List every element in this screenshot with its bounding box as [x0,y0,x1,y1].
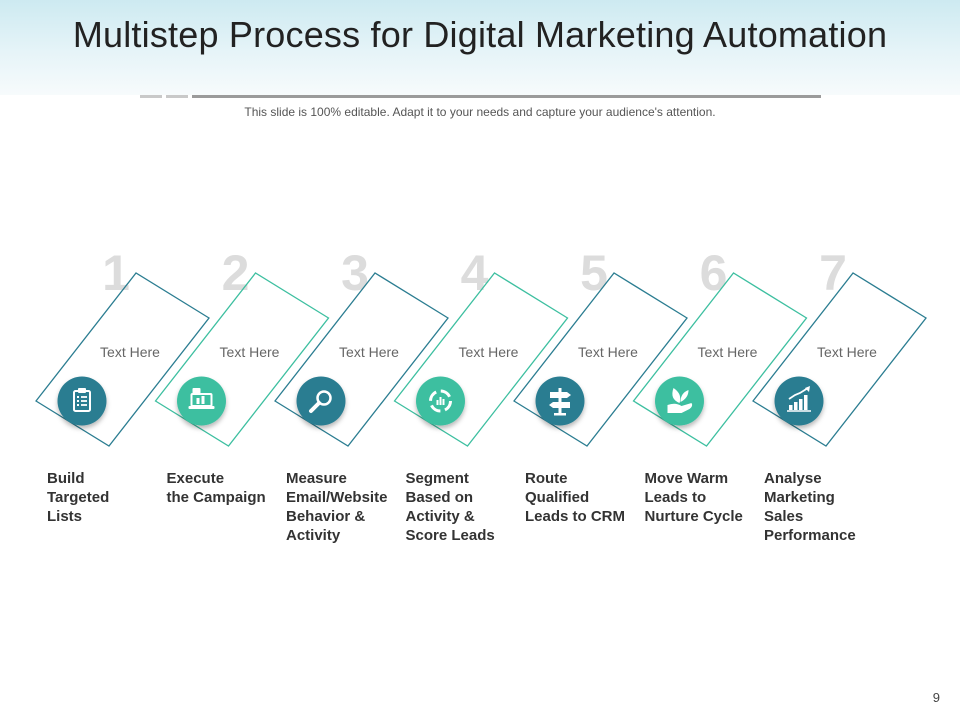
laptop-campaign-icon [188,388,215,409]
subtitle: This slide is 100% editable. Adapt it to… [244,105,716,119]
step-number: 4 [461,245,489,301]
step-label-line: Leads to CRM [525,508,626,525]
step-label-line: Route [525,470,568,487]
step-number: 3 [341,245,369,301]
step-frame [752,272,927,447]
step-caption: Text Here [817,344,877,360]
title-rule-segment [140,95,162,98]
step-label-line: Based on [405,489,474,506]
step-label-line: Leads to [644,489,707,506]
hand-leaf-icon [667,388,693,413]
step-caption: Text Here [698,344,758,360]
magnifier-icon [309,390,332,413]
title-rule-segment [166,95,188,98]
step-label-line: Activity [286,527,341,544]
step-label-line: Targeted [47,489,110,506]
step-caption: Text Here [220,344,280,360]
step-frame [154,272,330,447]
step-label-line: Activity & [405,508,475,525]
page-number: 9 [932,690,940,705]
step-number: 7 [819,245,847,301]
step-label-line: Lists [47,508,83,525]
step-caption: Text Here [459,344,519,360]
step-frame [35,272,210,447]
step-label-line: Email/Website [286,489,388,506]
clipboard-list-icon [73,388,91,412]
step-label-line: Behavior & [286,508,366,525]
step-number: 2 [222,245,250,301]
step-frame [632,272,808,447]
step-number: 5 [580,245,608,301]
step-label-line: Segment [405,470,469,487]
step-number: 6 [700,245,728,301]
step-frame [513,272,688,447]
header-band [0,0,960,95]
segment-cycle-icon [429,389,452,413]
step-label: Execute the Campaign [167,469,282,507]
step-label-line: Execute [166,470,225,487]
step-label-line: Measure [286,470,347,487]
step-icon-circle [296,376,346,426]
step-label-line: Nurture Cycle [644,508,743,525]
step-label-line: Qualified [525,489,590,506]
step-frame [393,272,569,447]
step-label-line: Score Leads [405,527,495,544]
step-label-line: Sales [764,508,804,525]
page-title: Multistep Process for Digital Marketing … [72,14,888,55]
step-caption: Text Here [339,344,399,360]
step-label-line: Marketing [764,489,835,506]
step-label-line: Analyse [764,470,822,487]
step-label-line: Move Warm [644,470,729,487]
signpost-icon [549,388,571,416]
step-caption: Text Here [100,344,160,360]
growth-chart-icon [787,386,811,412]
step-frame [274,272,449,447]
step-number: 1 [102,245,130,301]
step-label-line: Build [47,470,85,487]
step-caption: Text Here [578,344,638,360]
title-rule [192,95,821,98]
step-label-line: Performance [764,527,856,544]
step-label-line: the Campaign [166,489,266,506]
